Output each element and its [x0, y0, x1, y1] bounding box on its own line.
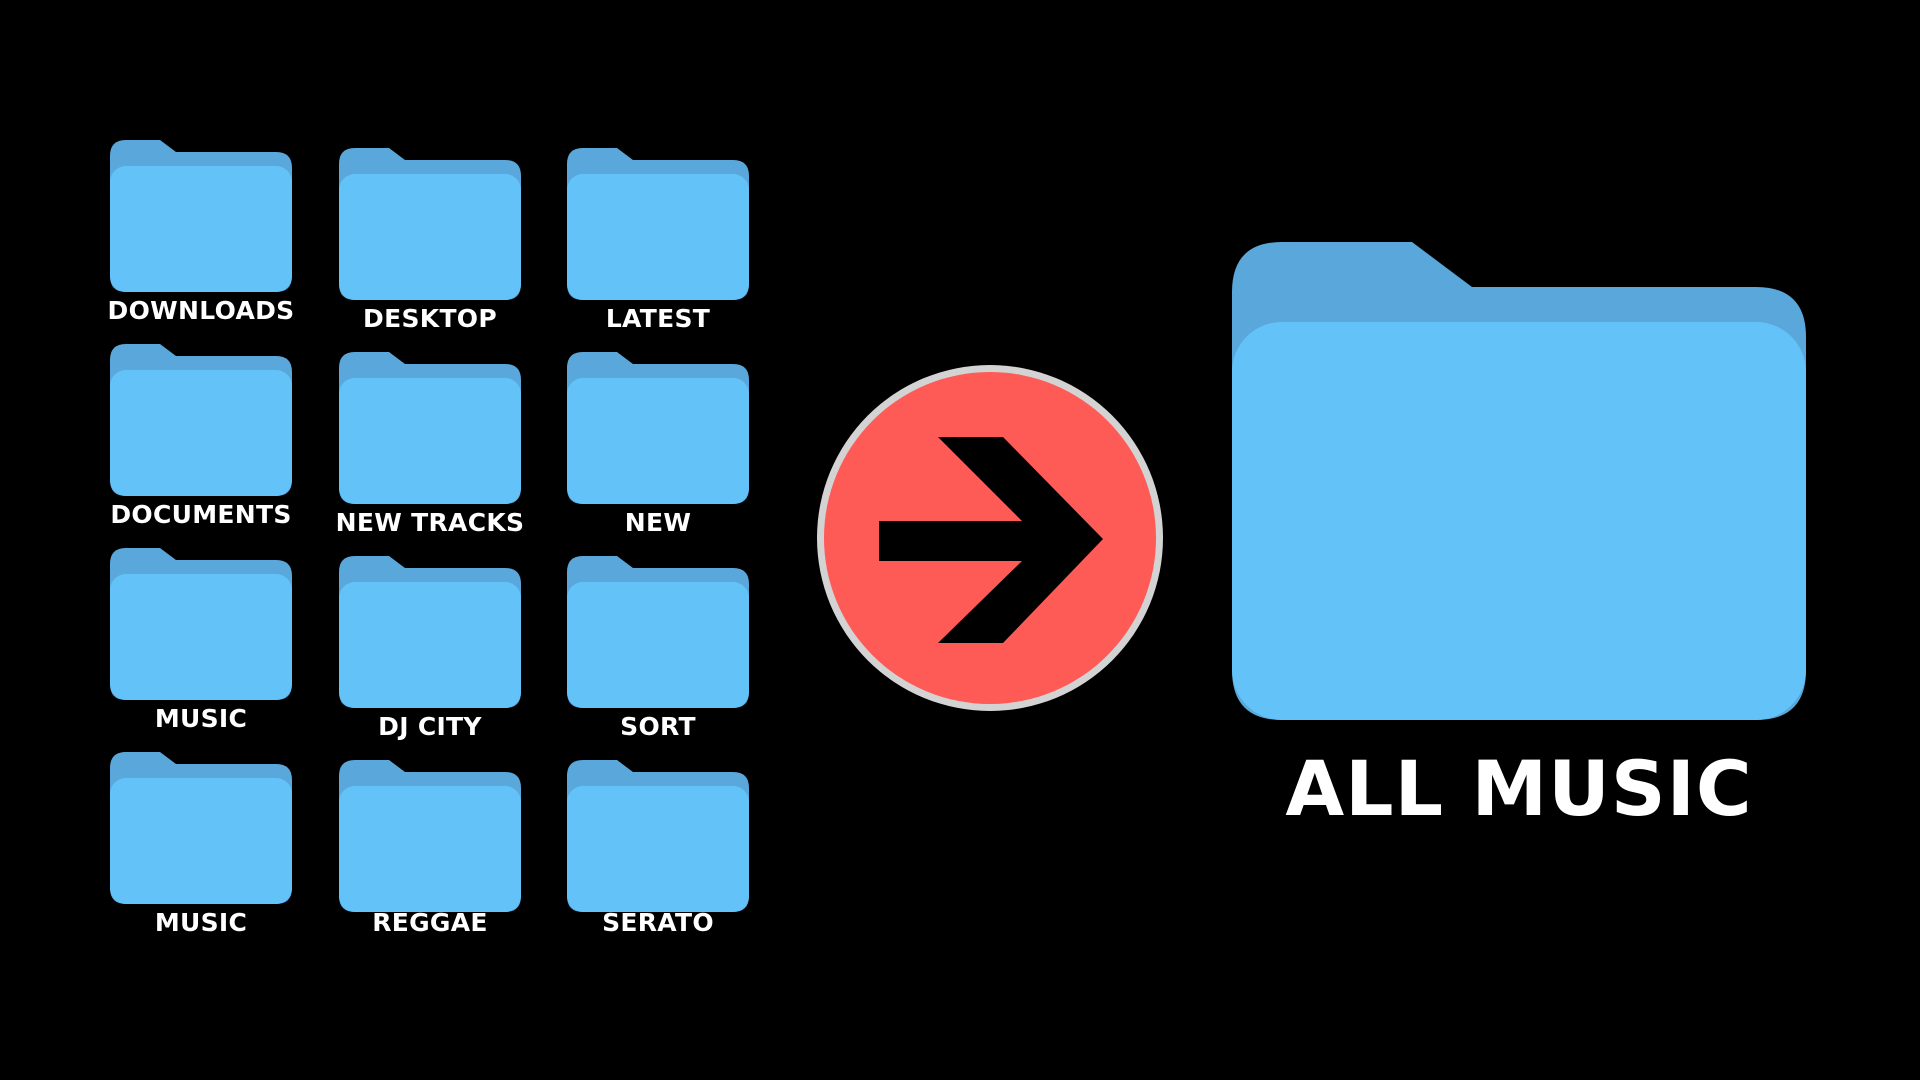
- folder-label: DJ CITY: [378, 712, 482, 741]
- folder-desktop[interactable]: DESKTOP: [339, 148, 521, 333]
- folder-sort[interactable]: SORT: [567, 556, 749, 741]
- all-music-label: ALL MUSIC: [1285, 744, 1753, 833]
- folder-label: DOCUMENTS: [110, 500, 292, 529]
- folder-icon: [567, 556, 749, 708]
- folder-icon: [339, 352, 521, 504]
- folder-icon: [110, 344, 292, 496]
- folder-downloads[interactable]: DOWNLOADS: [108, 140, 294, 325]
- folder-new[interactable]: NEW: [567, 352, 749, 537]
- arrow-right-icon: [817, 365, 1163, 711]
- folder-icon: [339, 760, 521, 912]
- folder-label: NEW TRACKS: [335, 508, 525, 537]
- folder-label: LATEST: [605, 304, 711, 333]
- folder-label: DESKTOP: [363, 304, 497, 333]
- folder-label: SERATO: [602, 908, 714, 937]
- folder-documents[interactable]: DOCUMENTS: [110, 344, 292, 529]
- folder-icon: [1232, 242, 1806, 720]
- all-music-folder[interactable]: [1232, 242, 1806, 720]
- folder-latest[interactable]: LATEST: [567, 148, 749, 333]
- folder-music-2[interactable]: MUSIC: [110, 752, 292, 937]
- folder-serato[interactable]: SERATO: [567, 760, 749, 937]
- folder-icon: [339, 148, 521, 300]
- folder-label: REGGAE: [372, 908, 488, 937]
- folder-new-tracks[interactable]: NEW TRACKS: [336, 352, 524, 537]
- folder-label: MUSIC: [154, 704, 248, 733]
- folder-music[interactable]: MUSIC: [110, 548, 292, 733]
- folder-icon: [339, 556, 521, 708]
- folder-icon: [110, 548, 292, 700]
- folder-icon: [567, 760, 749, 912]
- move-arrow-button[interactable]: [815, 363, 1165, 713]
- folder-dj-city[interactable]: DJ CITY: [339, 556, 521, 741]
- folder-icon: [567, 352, 749, 504]
- folder-icon: [110, 752, 292, 904]
- folder-icon: [110, 140, 292, 292]
- folder-label: NEW: [624, 508, 692, 537]
- folder-reggae[interactable]: REGGAE: [339, 760, 521, 937]
- folder-icon: [567, 148, 749, 300]
- folder-label: DOWNLOADS: [107, 296, 295, 325]
- folder-label: MUSIC: [154, 908, 248, 937]
- folder-label: SORT: [620, 712, 696, 741]
